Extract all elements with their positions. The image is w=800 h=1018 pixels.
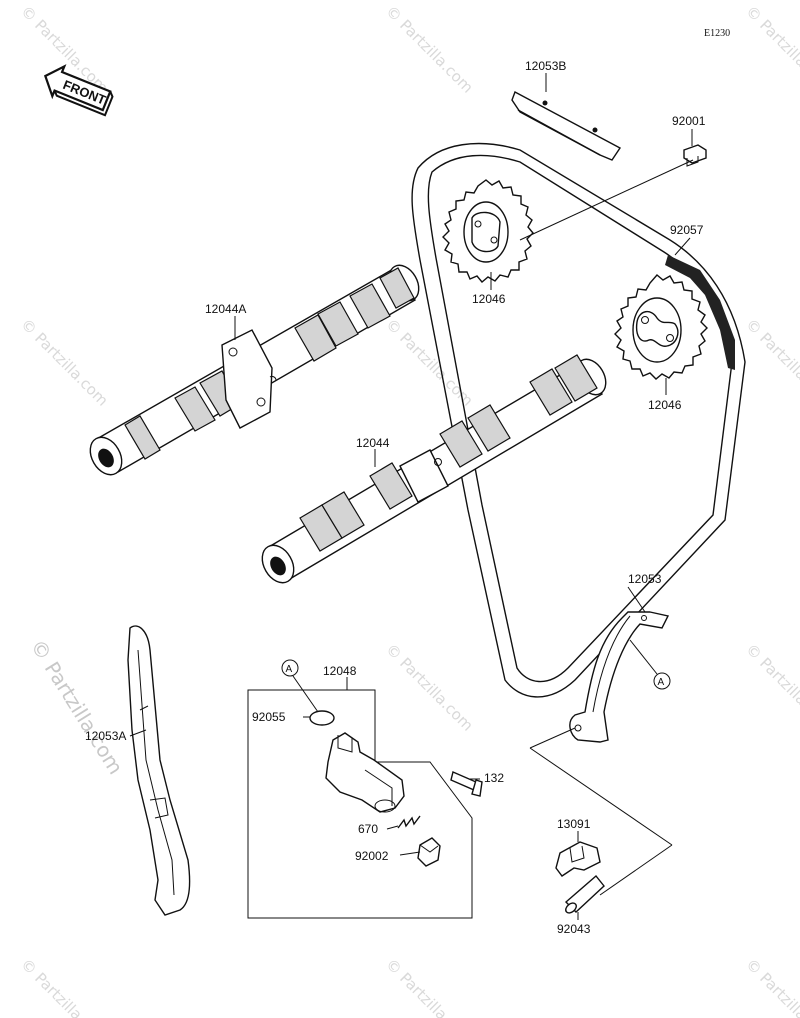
label-92057: 92057 bbox=[670, 223, 704, 237]
watermark-layer: © Partzilla.com © Partzilla.com © Partzi… bbox=[17, 2, 800, 1018]
o-ring-92055 bbox=[309, 710, 335, 726]
watermark: © Partzilla.com bbox=[382, 955, 477, 1018]
label-12048: 12048 bbox=[323, 664, 357, 678]
watermark-large: © Partzilla.com bbox=[26, 635, 128, 779]
watermark: © Partzilla.com bbox=[382, 640, 477, 735]
upper-chain-guide bbox=[511, 91, 622, 161]
label-670: 670 bbox=[358, 822, 378, 836]
collar-92043 bbox=[564, 874, 605, 914]
camshaft-12044A bbox=[89, 264, 420, 476]
label-92002: 92002 bbox=[355, 849, 389, 863]
label-92001: 92001 bbox=[672, 114, 706, 128]
cam-chain bbox=[411, 142, 746, 698]
label-92043: 92043 bbox=[557, 922, 591, 936]
front-chain-guide bbox=[127, 625, 191, 916]
label-92055: 92055 bbox=[252, 710, 286, 724]
svg-text:A: A bbox=[286, 664, 293, 675]
label-12044: 12044 bbox=[356, 436, 390, 450]
label-132: 132 bbox=[484, 771, 504, 785]
watermark: © Partzilla.com bbox=[382, 2, 477, 97]
sprocket-right bbox=[614, 274, 708, 380]
leader-lines bbox=[129, 73, 694, 920]
watermark: © Partzilla.com bbox=[382, 315, 477, 410]
tensioner-group-box bbox=[247, 689, 473, 919]
camshaft-12044 bbox=[261, 354, 607, 584]
front-arrow-icon: FRONT bbox=[43, 64, 114, 117]
callout-marker-top: A bbox=[281, 659, 299, 677]
diagram-code: E1230 bbox=[704, 28, 730, 39]
cap-bolt-92002 bbox=[417, 837, 441, 867]
watermark: © Partzilla.com bbox=[17, 955, 112, 1018]
label-13091: 13091 bbox=[557, 817, 591, 831]
bolt-132 bbox=[450, 771, 483, 797]
bolt-92001 bbox=[683, 144, 707, 167]
watermark: © Partzilla.com bbox=[742, 2, 800, 97]
part-labels: 12053B 92001 12044A 12046 92057 12046 12… bbox=[85, 59, 706, 936]
label-12046-left: 12046 bbox=[472, 292, 506, 306]
damper-13091 bbox=[555, 841, 601, 877]
rear-chain-guide bbox=[569, 611, 670, 743]
label-12053A: 12053A bbox=[85, 729, 126, 743]
label-12053B: 12053B bbox=[525, 59, 566, 73]
callout-marker-right: A bbox=[653, 672, 671, 690]
watermark: © Partzilla.com bbox=[742, 955, 800, 1018]
label-12046-right: 12046 bbox=[648, 398, 682, 412]
label-12044A: 12044A bbox=[205, 302, 246, 316]
sprocket-left bbox=[442, 179, 534, 283]
tensioner-12048 bbox=[325, 732, 405, 813]
spring-670 bbox=[397, 815, 421, 829]
label-12053: 12053 bbox=[628, 572, 662, 586]
watermark: © Partzilla.com bbox=[17, 315, 112, 410]
watermark: © Partzilla.com bbox=[742, 640, 800, 735]
svg-text:A: A bbox=[658, 677, 665, 688]
watermark: © Partzilla.com bbox=[742, 315, 800, 410]
